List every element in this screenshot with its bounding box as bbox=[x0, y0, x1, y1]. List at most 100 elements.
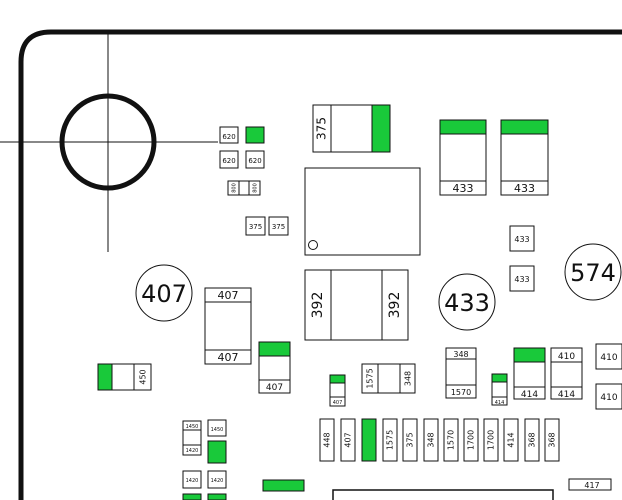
mounting-hole bbox=[0, 30, 218, 252]
svg-text:414: 414 bbox=[507, 432, 516, 447]
component-1575-348: 1575 348 bbox=[361, 363, 416, 394]
component-407-small: 407 bbox=[329, 374, 346, 407]
svg-text:1575: 1575 bbox=[386, 430, 395, 450]
svg-text:375: 375 bbox=[315, 117, 329, 140]
component-433-c: 433 bbox=[509, 225, 535, 252]
component-450: 450 bbox=[97, 363, 152, 391]
component-417: 417 bbox=[568, 478, 612, 491]
svg-text:800: 800 bbox=[253, 183, 259, 193]
resistor-368-b: 368 bbox=[544, 418, 560, 462]
component-620-c: 620 bbox=[245, 150, 265, 169]
board-outline bbox=[18, 29, 622, 500]
svg-text:1450: 1450 bbox=[186, 424, 199, 430]
circle-marker-433: 433 bbox=[438, 273, 496, 331]
component-392: 392 392 bbox=[304, 269, 409, 341]
svg-text:620: 620 bbox=[222, 157, 235, 165]
svg-text:433: 433 bbox=[514, 235, 529, 244]
svg-text:414: 414 bbox=[521, 390, 538, 400]
svg-text:407: 407 bbox=[266, 383, 283, 393]
svg-text:433: 433 bbox=[453, 182, 474, 195]
component-1420: 1420 bbox=[182, 470, 202, 489]
svg-text:348: 348 bbox=[453, 350, 468, 359]
svg-text:407: 407 bbox=[218, 351, 239, 364]
ic-package bbox=[304, 167, 421, 256]
svg-text:433: 433 bbox=[514, 182, 535, 195]
resistor-pad-green bbox=[361, 418, 377, 462]
resistor-1575: 1575 bbox=[382, 418, 398, 462]
svg-text:448: 448 bbox=[323, 432, 332, 447]
svg-text:450: 450 bbox=[139, 369, 148, 384]
svg-text:407: 407 bbox=[141, 280, 187, 308]
svg-text:407: 407 bbox=[333, 400, 343, 406]
svg-text:392: 392 bbox=[387, 292, 403, 319]
resistor-348: 348 bbox=[423, 418, 439, 462]
svg-text:433: 433 bbox=[514, 275, 529, 284]
component-407-large: 407 407 bbox=[204, 287, 252, 365]
component-433-d: 433 bbox=[509, 265, 535, 292]
component-410-c: 410 bbox=[595, 383, 622, 410]
svg-text:348: 348 bbox=[427, 432, 436, 447]
svg-text:1700: 1700 bbox=[487, 430, 496, 450]
component-407-pad: 407 bbox=[258, 341, 291, 394]
resistor-1700-a: 1700 bbox=[463, 418, 479, 462]
svg-text:407: 407 bbox=[344, 432, 353, 447]
svg-text:414: 414 bbox=[495, 400, 505, 406]
pad-green-c bbox=[207, 493, 227, 500]
component-410-414: 410 414 bbox=[550, 347, 583, 400]
component-414-small: 414 bbox=[491, 373, 508, 406]
connector-footprint bbox=[332, 489, 554, 500]
svg-text:1575: 1575 bbox=[366, 368, 375, 388]
svg-text:368: 368 bbox=[548, 432, 557, 447]
svg-text:620: 620 bbox=[248, 157, 261, 165]
pad-green-d bbox=[262, 479, 305, 492]
svg-text:1420: 1420 bbox=[211, 478, 224, 484]
svg-text:410: 410 bbox=[600, 393, 617, 403]
svg-text:1570: 1570 bbox=[447, 430, 456, 450]
component-small-pad-b: 1420 bbox=[207, 470, 227, 489]
resistor-1570: 1570 bbox=[443, 418, 459, 462]
component-433-a: 433 bbox=[439, 119, 487, 196]
resistor-414: 414 bbox=[503, 418, 519, 462]
component-620-b: 620 bbox=[219, 150, 239, 169]
component-433-b: 433 bbox=[500, 119, 549, 196]
svg-text:574: 574 bbox=[570, 259, 616, 287]
component-375-small-a: 375 bbox=[245, 216, 266, 236]
svg-text:410: 410 bbox=[558, 352, 575, 362]
svg-text:800: 800 bbox=[232, 183, 238, 193]
circle-marker-407: 407 bbox=[135, 264, 193, 322]
resistor-368-a: 368 bbox=[524, 418, 540, 462]
svg-text:1700: 1700 bbox=[467, 430, 476, 450]
svg-text:433: 433 bbox=[444, 289, 490, 317]
svg-text:375: 375 bbox=[406, 432, 415, 447]
resistor-448: 448 bbox=[319, 418, 335, 462]
svg-text:1570: 1570 bbox=[451, 388, 471, 397]
component-800: 800 800 bbox=[227, 180, 261, 196]
svg-text:414: 414 bbox=[558, 390, 575, 400]
pad-green-a bbox=[207, 440, 227, 464]
svg-text:375: 375 bbox=[249, 223, 262, 231]
pad-green-b bbox=[182, 493, 202, 500]
circle-marker-574: 574 bbox=[564, 243, 622, 301]
svg-text:368: 368 bbox=[528, 432, 537, 447]
svg-text:620: 620 bbox=[222, 133, 235, 141]
svg-text:407: 407 bbox=[218, 289, 239, 302]
component-620-a: 620 bbox=[219, 126, 239, 144]
component-348-1570: 348 1570 bbox=[445, 347, 477, 399]
pad-620 bbox=[245, 126, 265, 144]
resistor-407: 407 bbox=[340, 418, 356, 462]
component-410-b: 410 bbox=[595, 343, 622, 370]
svg-text:1420: 1420 bbox=[186, 478, 199, 484]
component-414-pad: 414 bbox=[513, 347, 546, 400]
component-375-large: 375 bbox=[312, 104, 391, 153]
component-small-pad-a: 1450 bbox=[207, 419, 227, 437]
svg-text:1420: 1420 bbox=[186, 448, 199, 454]
svg-text:375: 375 bbox=[272, 223, 285, 231]
resistor-1700-b: 1700 bbox=[483, 418, 499, 462]
svg-text:1450: 1450 bbox=[211, 427, 224, 433]
svg-text:417: 417 bbox=[584, 481, 599, 490]
svg-text:410: 410 bbox=[600, 353, 617, 363]
svg-text:348: 348 bbox=[404, 371, 413, 386]
resistor-375: 375 bbox=[402, 418, 418, 462]
component-1450: 1450 1420 bbox=[182, 420, 202, 456]
